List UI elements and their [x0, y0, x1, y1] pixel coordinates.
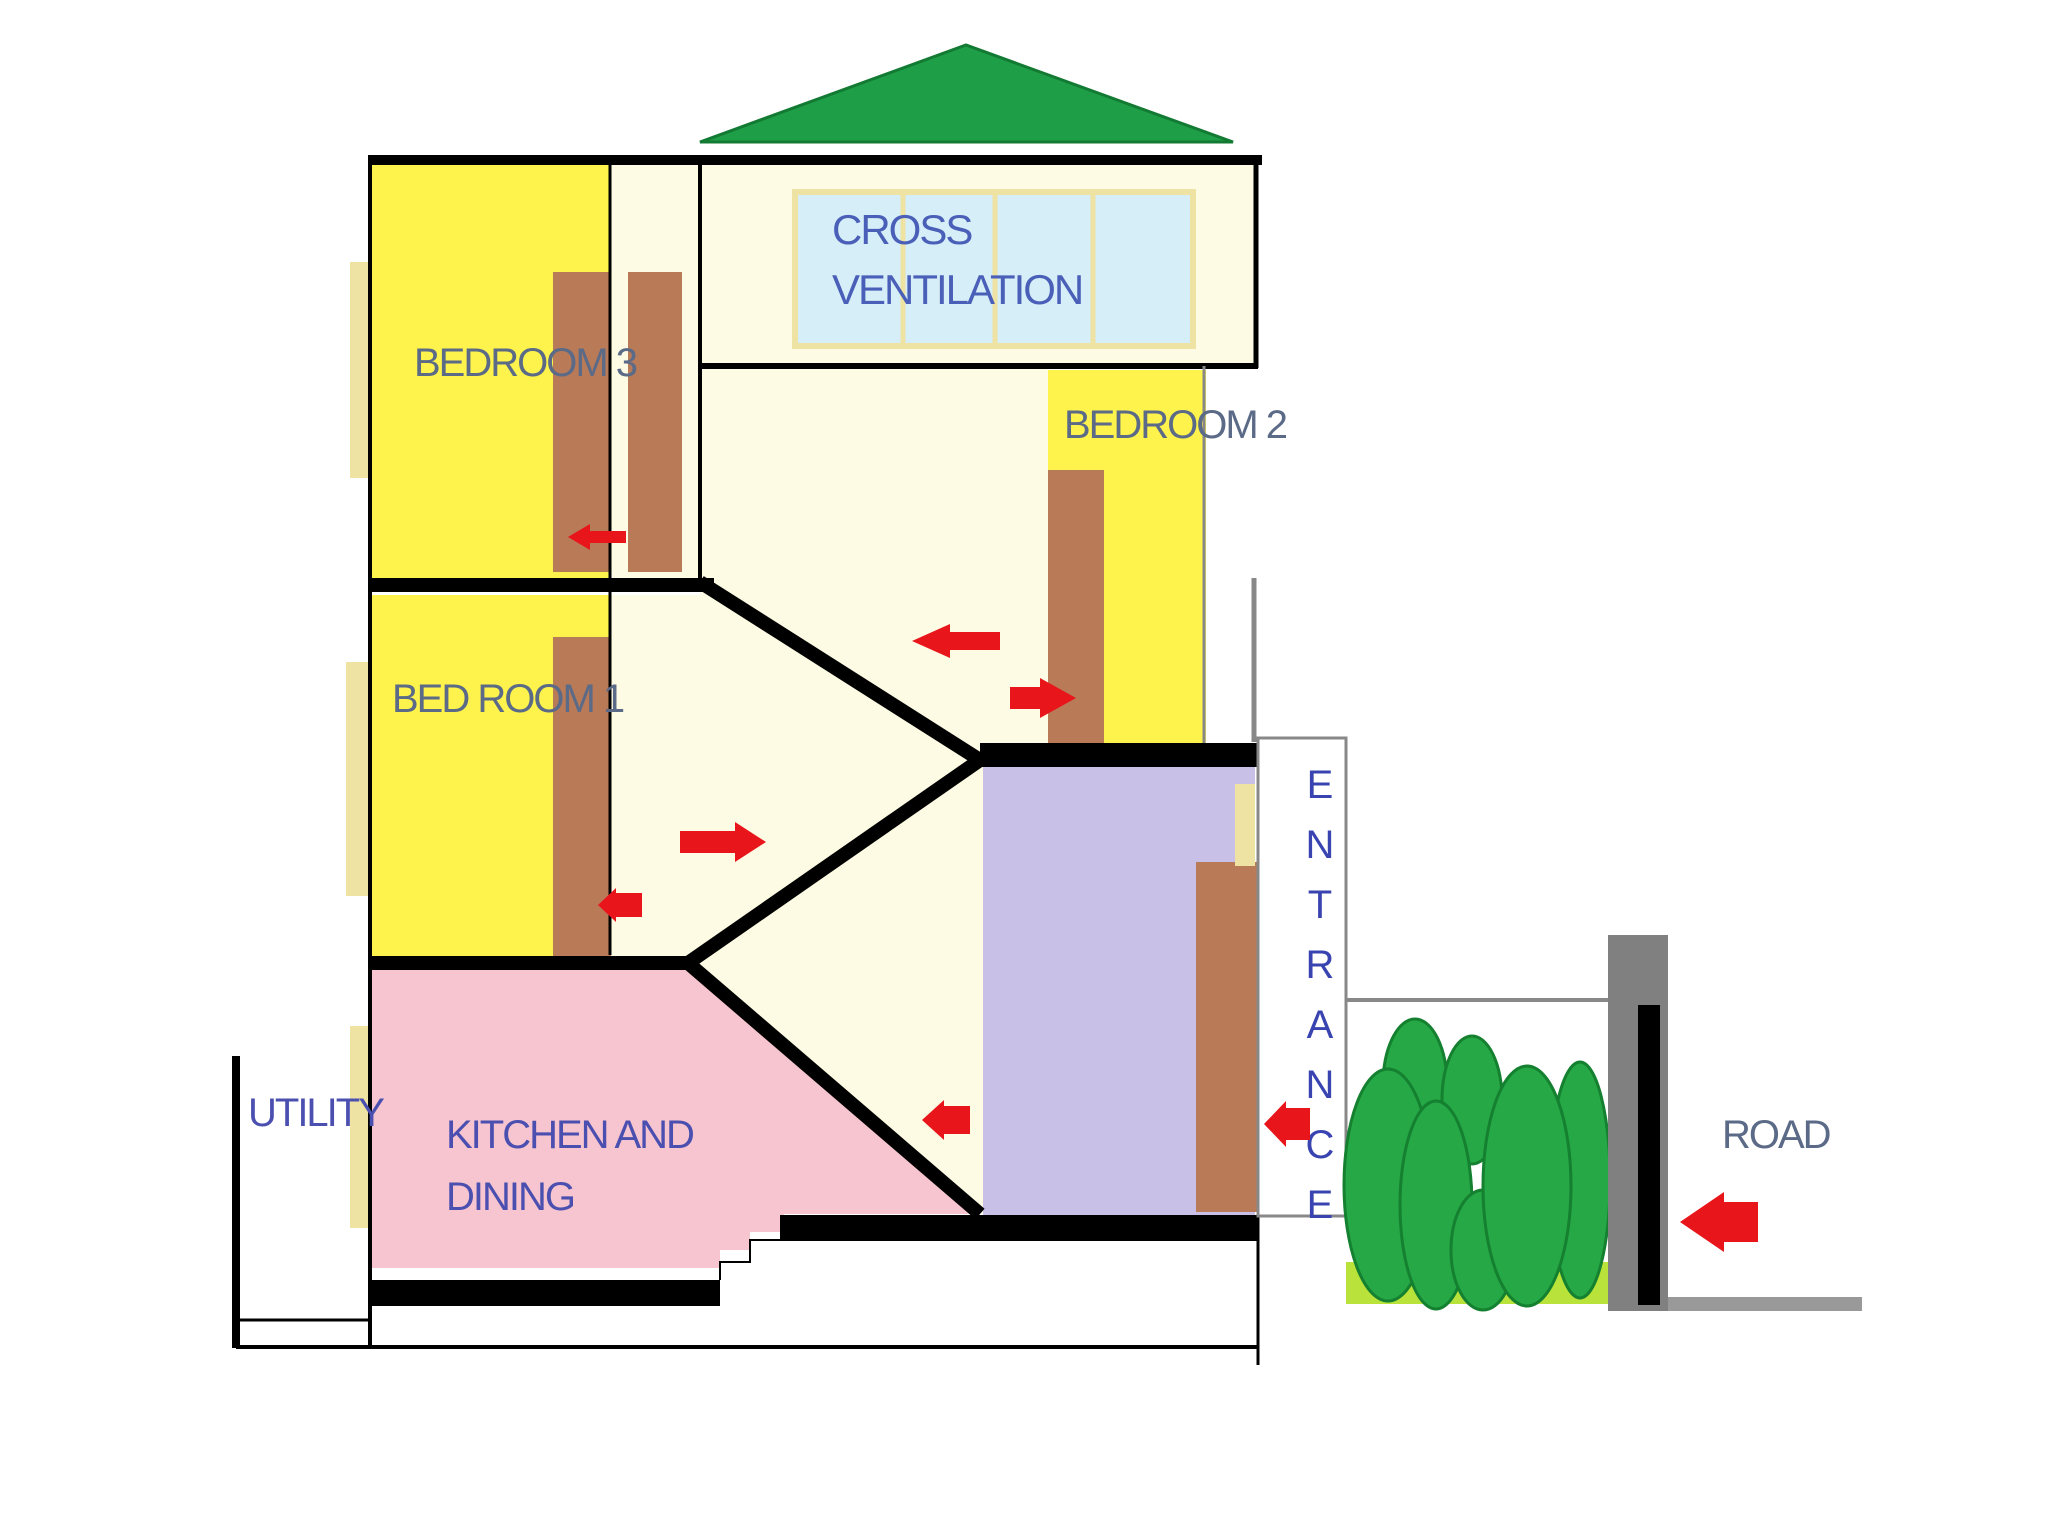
structure [232, 155, 1262, 1365]
shrub-icon [1342, 1017, 1612, 1312]
bedroom-3-label: BEDROOM 3 [414, 341, 637, 385]
arrow-icon [598, 888, 642, 922]
door [553, 272, 611, 572]
door [1196, 862, 1258, 1212]
entrance-letter: N [1306, 823, 1335, 867]
entrance-letter: R [1306, 943, 1335, 987]
kitchen-label-line2: DINING [446, 1175, 574, 1219]
roof [699, 43, 1234, 144]
arrow-icon [568, 524, 626, 550]
entrance-letter: T [1308, 883, 1332, 927]
kitchen-dining [370, 970, 978, 1268]
side-window [350, 262, 370, 478]
entrance-letter: C [1306, 1123, 1335, 1167]
arrow-icon [1680, 1192, 1758, 1252]
side-window [346, 662, 370, 896]
bedroom-2-label: BEDROOM 2 [1064, 403, 1287, 447]
airflow-arrows [568, 524, 1758, 1252]
side-window [1235, 784, 1255, 866]
entrance-letter: N [1306, 1063, 1335, 1107]
kitchen-label-line1: KITCHEN AND [446, 1113, 693, 1157]
entrance-letter: E [1307, 1183, 1334, 1227]
arrow-icon [912, 624, 1000, 658]
arrow-icon [1264, 1101, 1310, 1147]
ventilation-label: VENTILATION [832, 266, 1082, 313]
entrance-letter: E [1307, 763, 1334, 807]
labels: CROSS VENTILATION BEDROOM 3 BEDROOM 2 BE… [248, 206, 1832, 1219]
arrow-icon [922, 1100, 970, 1140]
entrance-label: E N T R A N C E [1306, 763, 1335, 1227]
cross-label: CROSS [832, 206, 972, 253]
entrance-frame [1251, 578, 1612, 1218]
door [628, 272, 682, 572]
side-window [350, 1026, 370, 1228]
bedroom-1-label: BED ROOM 1 [392, 677, 624, 721]
entrance-letter: A [1307, 1003, 1334, 1047]
gate [1638, 1005, 1660, 1305]
road-label: ROAD [1722, 1113, 1830, 1157]
utility-label: UTILITY [248, 1091, 384, 1135]
arrow-icon [680, 822, 766, 862]
arrow-icon [1010, 678, 1076, 718]
